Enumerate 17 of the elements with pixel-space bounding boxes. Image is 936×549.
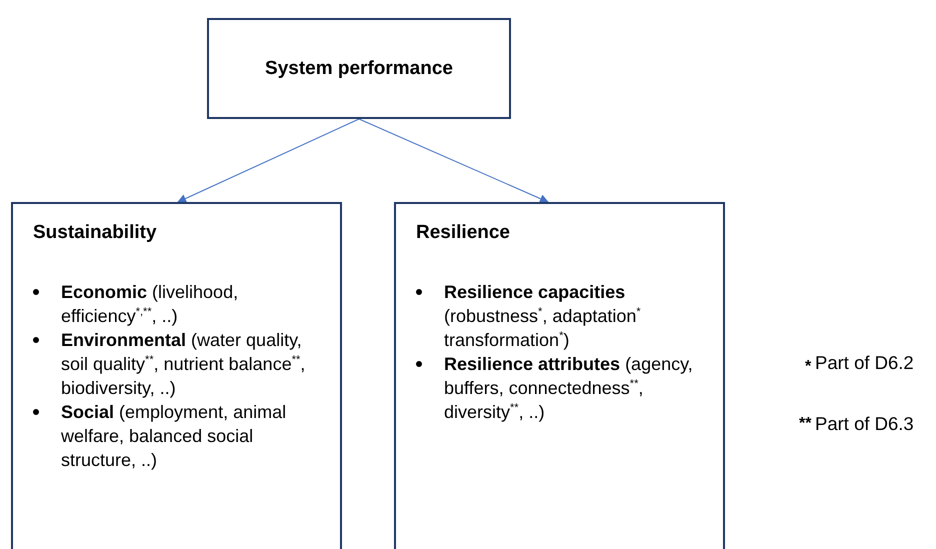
process-box [207,18,511,119]
list-item: Social (employment, animal welfare, balanced social structure, ..) [61,401,288,472]
list-item: Resilience capacities (robustness$^{*}$, adaptation$^{*}$ transformation$^{*}$) [444,281,642,352]
heading: Sustainability [33,222,157,244]
list-item: Environmental (water quality, soil quality$^{**}$, nutrient balance$^{**}$, biodiversity, ..) [61,329,306,400]
heading: Resilience [416,222,510,244]
asterisk-mark: * [805,358,812,376]
arrow [358,118,549,203]
list-item: Economic (livelihood, efficiency$^{*,**}$, ..) [61,281,240,328]
legend-note: Part of D6.2 [815,352,914,374]
asterisk-mark: ** [799,415,812,433]
arrow [177,118,360,203]
list-item: Resilience attributes (agency, buffers, connectedness$^{**}$, diversity$^{**}$, ..) [444,353,694,424]
legend-note: Part of D6.3 [815,413,914,435]
category-box [11,202,342,549]
heading: System performance [264,58,454,80]
category-box [394,202,725,549]
